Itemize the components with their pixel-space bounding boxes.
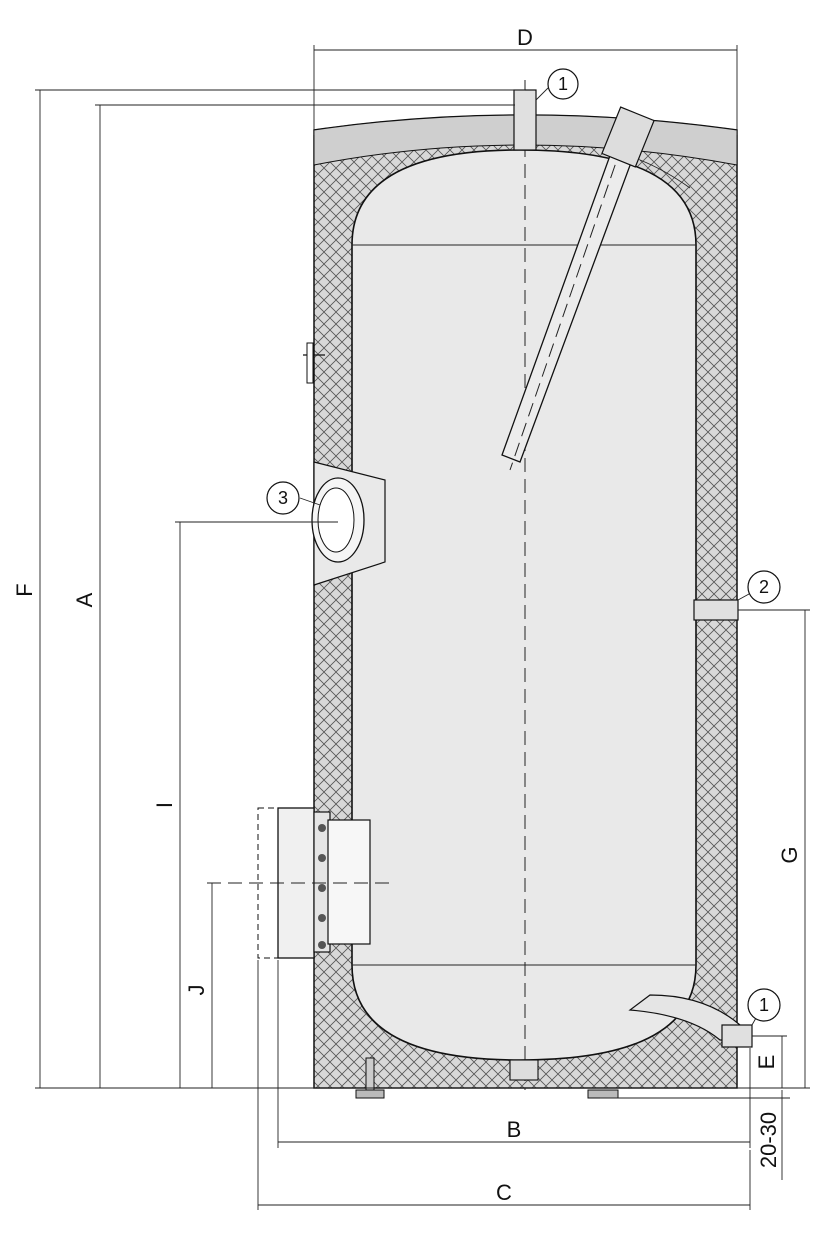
callout-label-top: 1	[558, 74, 568, 94]
tank-vessel	[351, 149, 697, 1061]
side-connection-pipe	[693, 599, 739, 621]
dim-label-f: F	[12, 583, 37, 596]
side-knob	[303, 342, 325, 384]
dim-label-i: I	[152, 802, 177, 808]
callout-top-connection: 1	[535, 68, 579, 101]
dim-label-c: C	[496, 1180, 512, 1205]
callout-label-bottom: 1	[759, 995, 769, 1015]
flange-connection	[311, 461, 386, 586]
dim-label-e: E	[754, 1055, 779, 1070]
dim-label-g: G	[777, 846, 802, 863]
callout-side-connection: 2	[737, 570, 781, 604]
callout-bottom-connection: 1	[747, 988, 781, 1026]
top-connection-pipe	[513, 89, 537, 151]
callout-label-flange: 3	[278, 488, 288, 508]
dim-label-a: A	[72, 592, 97, 607]
dim-label-foot-gap: 20-30	[756, 1112, 781, 1168]
callout-flange-connection: 3	[266, 481, 321, 515]
dim-label-b: B	[507, 1117, 522, 1142]
sensor-cable	[639, 159, 691, 189]
dim-label-j: J	[184, 985, 209, 996]
dim-label-d: D	[517, 25, 533, 50]
immersion-tube	[501, 106, 655, 471]
callout-label-side: 2	[759, 577, 769, 597]
foot-right	[587, 1089, 619, 1099]
foot-left	[355, 1057, 385, 1099]
drain-socket	[509, 1059, 539, 1081]
bottom-connection-pipe	[628, 994, 753, 1048]
